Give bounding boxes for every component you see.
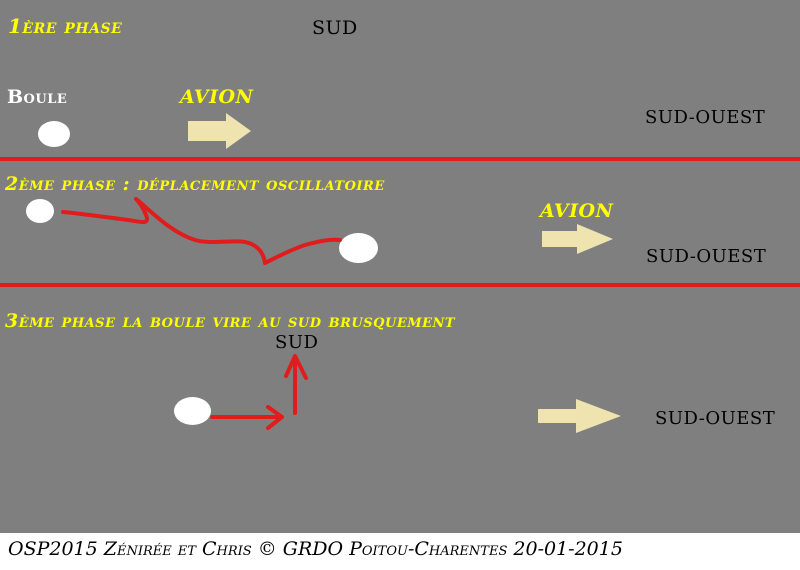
- phase3-south-label: SUD: [275, 332, 319, 353]
- phase3-north-arrowhead: [284, 354, 308, 380]
- phase1-title: 1ère phase: [8, 14, 123, 38]
- phase1-south-label: SUD: [312, 17, 358, 39]
- phase2-southwest-label: SUD-OUEST: [646, 246, 767, 267]
- phase3-southwest-label: SUD-OUEST: [655, 408, 776, 429]
- divider-top: [0, 157, 800, 161]
- phase2-plane-label: AVION: [540, 200, 614, 222]
- footer-bar: OSP2015 Zénirée et Chris © GRDO Poitou-C…: [0, 533, 800, 570]
- phase1-ball: [38, 121, 70, 147]
- phase2-oscillating-trajectory: [61, 197, 342, 265]
- phase3-plane-direction-arrow: [538, 399, 621, 433]
- phase1-plane-label: AVION: [180, 86, 254, 108]
- phase2-end-ball: [339, 233, 378, 263]
- phase3-title: 3ème phase la boule vire au sud brusquem…: [5, 310, 456, 332]
- phase3-east-arrowhead: [266, 405, 284, 430]
- phase2-plane-direction-arrow: [542, 224, 613, 254]
- phase1-plane-direction-arrow: [188, 113, 251, 149]
- footer-credit: OSP2015 Zénirée et Chris © GRDO Poitou-C…: [8, 538, 623, 560]
- divider-bottom: [0, 283, 800, 287]
- phase1-ball-label: Boule: [7, 86, 68, 108]
- phase2-start-ball: [26, 199, 54, 223]
- phase3-ball: [174, 397, 211, 425]
- phase2-title: 2ème phase : déplacement oscillatoire: [5, 173, 385, 195]
- phase1-southwest-label: SUD-OUEST: [645, 107, 766, 128]
